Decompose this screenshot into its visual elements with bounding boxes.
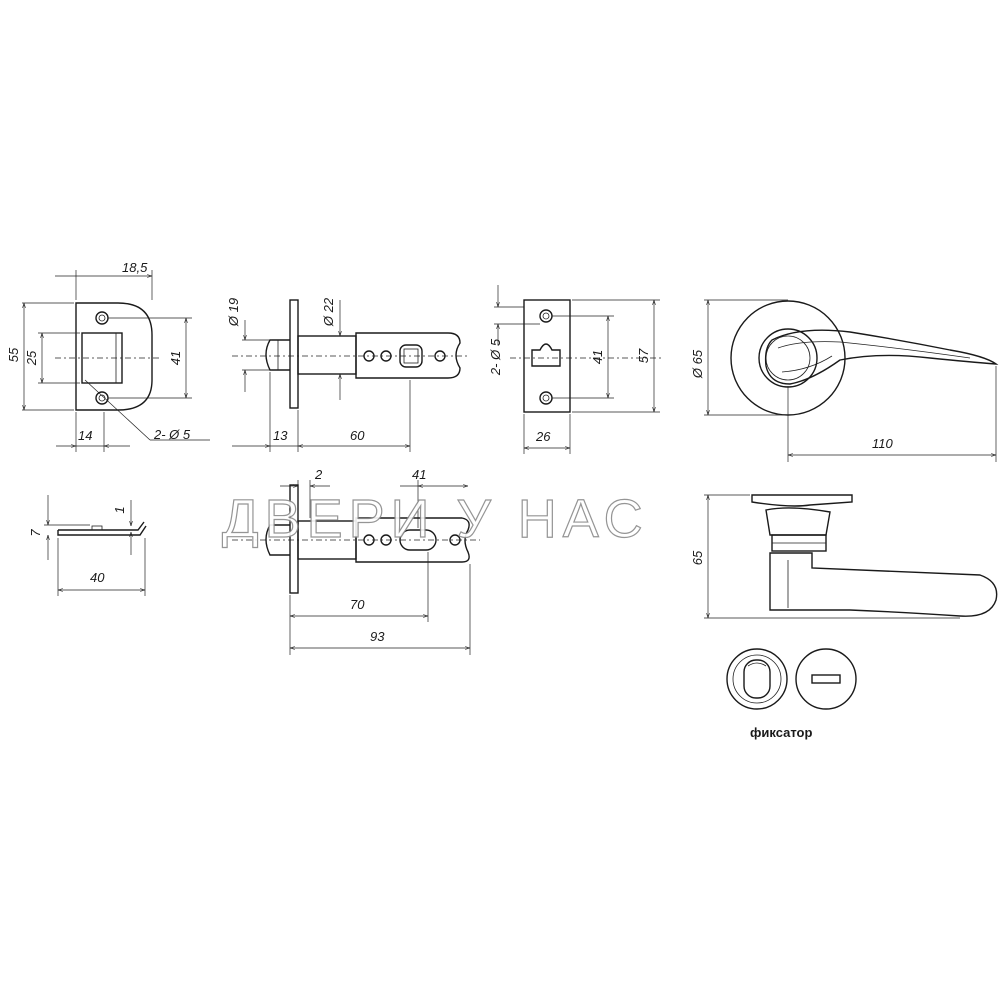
watermark-text: ДВЕРИ У НАС xyxy=(222,489,649,549)
lever-side xyxy=(769,552,998,617)
strike-side-view: 40 7 1 xyxy=(28,495,147,596)
strike-side-outline xyxy=(57,521,147,536)
dim-strike-length: 40 xyxy=(90,570,105,585)
dim-body-diameter: Ø 22 xyxy=(321,297,336,327)
screw-hole-bottom xyxy=(95,391,109,405)
latch-bottom-view: 2 41 70 93 xyxy=(232,467,480,655)
dim-lever-length: 110 xyxy=(872,436,893,451)
strike-plate-outline xyxy=(75,302,153,411)
dim-side-height: 65 xyxy=(690,550,705,565)
faceplate-latch-opening xyxy=(531,343,561,367)
dim-latch-backset-70: 70 xyxy=(350,597,365,612)
dim-latch-spacing: 41 xyxy=(412,467,426,482)
latch-faceplate xyxy=(289,299,299,409)
dim-faceplate: 13 xyxy=(273,428,288,443)
handle-front-view: Ø 65 110 xyxy=(690,299,999,462)
latch-plate xyxy=(355,332,461,379)
thumbturn-icon xyxy=(726,648,788,710)
dim-strike-inner: 25 xyxy=(24,350,39,366)
dim-strike-lip: 1 xyxy=(112,506,127,513)
dim-strike-thickness: 7 xyxy=(28,529,43,537)
dim-bolt-diameter: Ø 19 xyxy=(226,298,241,327)
rosette-side xyxy=(751,494,853,507)
dim-faceplate-width: 26 xyxy=(535,429,551,444)
dim-rosette-diameter: Ø 65 xyxy=(690,349,705,379)
dim-latch-backset: 60 xyxy=(350,428,365,443)
strike-plate-view: 18,5 55 25 41 14 2- Ø 5 xyxy=(6,260,210,452)
dim-faceplate-height: 57 xyxy=(636,348,651,363)
emergency-release-icon xyxy=(795,648,857,710)
dim-strike-offset: 14 xyxy=(78,428,92,443)
dim-latch-gap: 2 xyxy=(314,467,323,482)
dim-strike-holes: 2- Ø 5 xyxy=(153,427,191,442)
dim-faceplate-holes: 2- Ø 5 xyxy=(488,338,503,376)
dim-strike-height: 55 xyxy=(6,347,21,362)
dim-strike-hole-spacing: 41 xyxy=(168,351,183,365)
lever-top xyxy=(764,329,999,385)
faceplate-outline xyxy=(523,299,571,413)
dim-strike-width: 18,5 xyxy=(122,260,148,275)
latch-tube xyxy=(297,335,357,375)
handle-side-view: 65 xyxy=(690,494,998,619)
faceplate-view: 2- Ø 5 41 57 26 xyxy=(488,285,662,454)
screw-hole-top xyxy=(95,311,109,325)
latch-top-view: Ø 19 Ø 22 13 60 xyxy=(226,297,470,452)
privacy-lock-label: фиксатор xyxy=(750,725,812,740)
dim-faceplate-hole-spacing: 41 xyxy=(590,350,605,364)
privacy-lock-view: фиксатор xyxy=(726,648,857,740)
dim-latch-overall: 93 xyxy=(370,629,385,644)
